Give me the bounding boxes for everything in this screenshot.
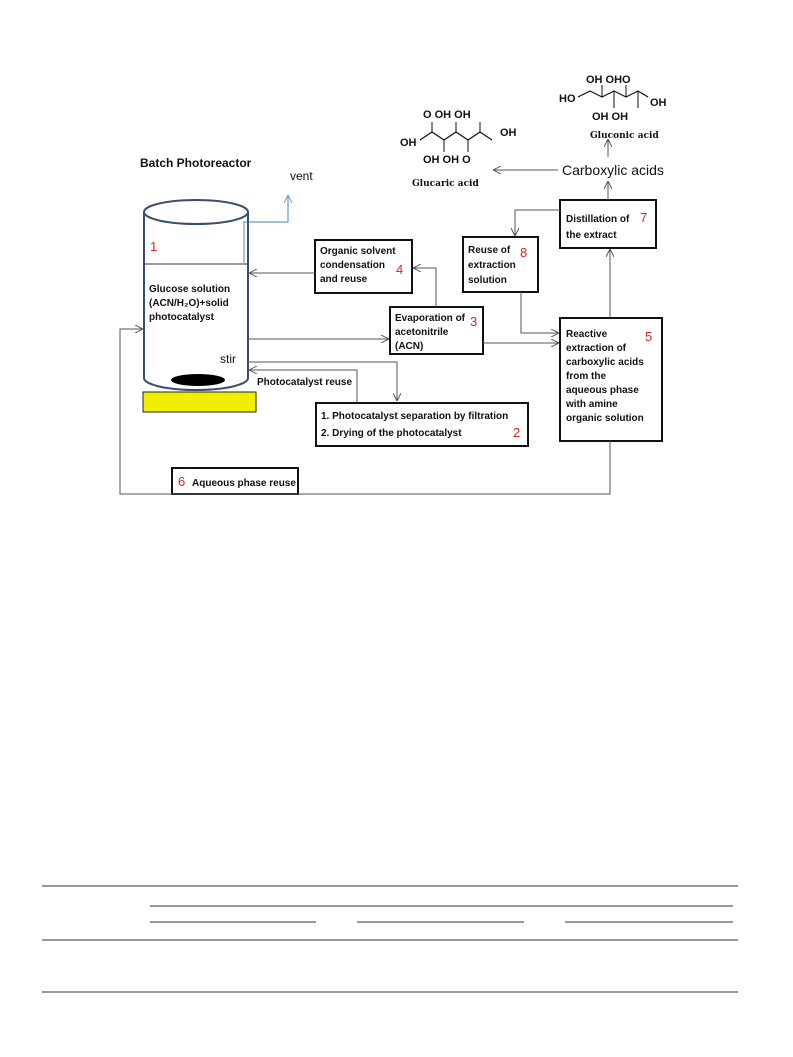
- reuse-extraction-number: 8: [520, 245, 527, 260]
- extraction-line-2: extraction of: [566, 343, 627, 354]
- glucaric-top-atoms: O OH OH: [423, 109, 471, 121]
- glucaric-backbone: [419, 131, 493, 141]
- separation-line-1: 1. Photocatalyst separation by filtratio…: [321, 411, 508, 422]
- reactor-content-line-2: (ACN/H₂O)+solid: [149, 298, 229, 309]
- photocatalyst-reuse-label: Photocatalyst reuse: [257, 377, 352, 388]
- condensation-line-1: Organic solvent: [320, 246, 396, 257]
- reactor-number: 1: [150, 239, 157, 254]
- glucaric-acid-structure: O OH OH OH OH OH OH O Glucaric acid: [400, 109, 517, 189]
- evaporation-line-2: acetonitrile: [395, 327, 449, 338]
- evaporation-line-3: (ACN): [395, 341, 423, 352]
- condensation-number: 4: [396, 262, 403, 277]
- distillation-number: 7: [640, 210, 647, 225]
- glucaric-acid-name: Glucaric acid: [412, 179, 479, 189]
- arrow-evaporation-to-condensation: [414, 268, 437, 307]
- condensation-line-2: condensation: [320, 260, 385, 271]
- distillation-line-2: the extract: [566, 230, 617, 241]
- batch-reactor: [143, 199, 249, 391]
- reactor-content-line-3: photocatalyst: [149, 312, 215, 323]
- heater-plate: [142, 391, 257, 413]
- flow-arrows: [119, 140, 611, 495]
- arrow-distillation-to-reuse: [515, 209, 560, 235]
- extraction-box: [559, 317, 663, 442]
- glucaric-right-atom: OH: [500, 127, 517, 139]
- reuse-extraction-line-1: Reuse of: [468, 245, 511, 256]
- reuse-extraction-line-3: solution: [468, 275, 507, 286]
- vent-arrow: [243, 196, 288, 263]
- reuse-extraction-box: [462, 236, 539, 293]
- extraction-line-3: carboxylic acids: [566, 357, 644, 368]
- aqueous-reuse-label: Aqueous phase reuse: [192, 478, 296, 489]
- diagram-title: Batch Photoreactor: [140, 156, 252, 170]
- arrow-aqueous-reuse: [119, 329, 611, 495]
- evaporation-line-1: Evaporation of: [395, 313, 466, 324]
- arrow-reuse-to-extraction: [520, 292, 558, 333]
- evaporation-number: 3: [470, 314, 477, 329]
- separation-number: 2: [513, 425, 520, 440]
- gluconic-acid-name: Gluconic acid: [590, 131, 659, 141]
- aqueous-reuse-number: 6: [178, 474, 185, 489]
- glucaric-bottom-atoms: OH OH O: [423, 154, 471, 166]
- evaporation-box: [389, 306, 484, 355]
- extraction-line-1: Reactive: [566, 329, 608, 340]
- table-rules: [42, 885, 738, 993]
- glucaric-left-atom: OH: [400, 137, 417, 149]
- vent-label: vent: [290, 169, 313, 183]
- aqueous-reuse-box: [171, 467, 299, 495]
- stir-bar: [171, 374, 225, 386]
- reactor-content-line-1: Glucose solution: [149, 284, 230, 295]
- distillation-line-1: Distillation of: [566, 214, 630, 225]
- extraction-line-4: from the: [566, 371, 606, 382]
- carboxylic-acids-label: Carboxylic acids: [562, 162, 664, 178]
- gluconic-top-atoms: OH OHO: [586, 74, 631, 86]
- extraction-number: 5: [645, 329, 652, 344]
- extraction-line-7: organic solution: [566, 413, 644, 424]
- stir-label: stir: [220, 352, 236, 366]
- condensation-box: [314, 239, 413, 294]
- arrow-photocatalyst-reuse: [250, 370, 358, 403]
- condensation-line-3: and reuse: [320, 274, 368, 285]
- arrow-reactor-to-separation: [248, 361, 397, 400]
- gluconic-acid-structure: OH OHO HO OH OH OH Gluconic acid: [559, 74, 667, 141]
- extraction-line-5: aqueous phase: [566, 385, 639, 396]
- gluconic-right-atom: OH: [650, 97, 667, 109]
- gluconic-left-atom: HO: [559, 93, 576, 105]
- gluconic-bottom-atoms: OH OH: [592, 111, 628, 123]
- reuse-extraction-line-2: extraction: [468, 260, 516, 271]
- separation-line-2: 2. Drying of the photocatalyst: [321, 428, 462, 439]
- separation-box: [315, 402, 529, 447]
- extraction-line-6: with amine: [565, 399, 618, 410]
